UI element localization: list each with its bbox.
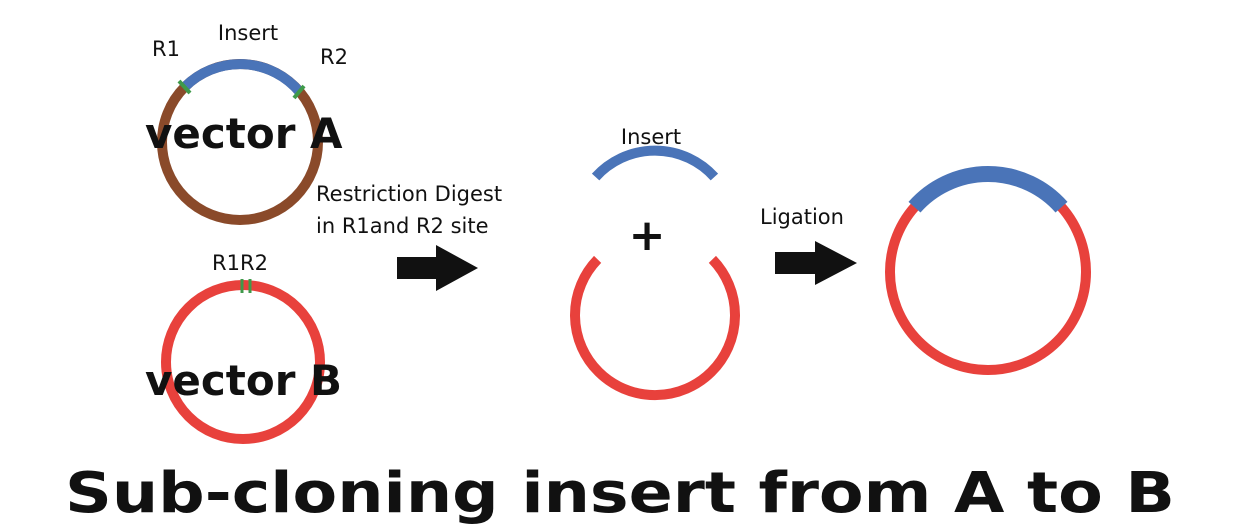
vector-a-name: vector A xyxy=(145,109,343,158)
digested-fragments: Insert + xyxy=(570,125,740,401)
vector-b-sites-label: R1R2 xyxy=(212,251,268,275)
plus-sign: + xyxy=(629,210,666,261)
digest-arrow-icon xyxy=(397,245,478,291)
vector-b-name: vector B xyxy=(145,356,342,405)
vector-b-group: R1R2 vector B xyxy=(145,251,342,444)
fragment-insert-label: Insert xyxy=(621,125,681,149)
ligation-label: Ligation xyxy=(760,205,844,229)
recombinant-vector xyxy=(885,166,1091,375)
digest-label-line1: Restriction Digest xyxy=(316,182,502,206)
vector-a-r2-label: R2 xyxy=(320,45,348,69)
step-restriction-digest: Restriction Digest in R1and R2 site xyxy=(316,182,502,291)
vector-a-group: Insert R1 R2 vector A xyxy=(145,21,348,225)
vector-a-r1-label: R1 xyxy=(152,37,180,61)
fragment-vector-b-backbone xyxy=(570,255,740,401)
step-ligation: Ligation xyxy=(760,205,857,285)
recombinant-insert-segment xyxy=(908,166,1068,213)
ligation-arrow-icon xyxy=(775,241,857,285)
diagram-title: Sub-cloning insert from A to B xyxy=(65,461,1175,526)
vector-a-insert-segment xyxy=(181,59,304,96)
digest-label-line2: in R1and R2 site xyxy=(316,214,489,238)
vector-a-site-r1-mark xyxy=(177,79,192,95)
fragment-insert-arc xyxy=(591,145,719,181)
vector-a-site-r2-mark xyxy=(292,84,306,100)
vector-a-insert-label: Insert xyxy=(218,21,278,45)
